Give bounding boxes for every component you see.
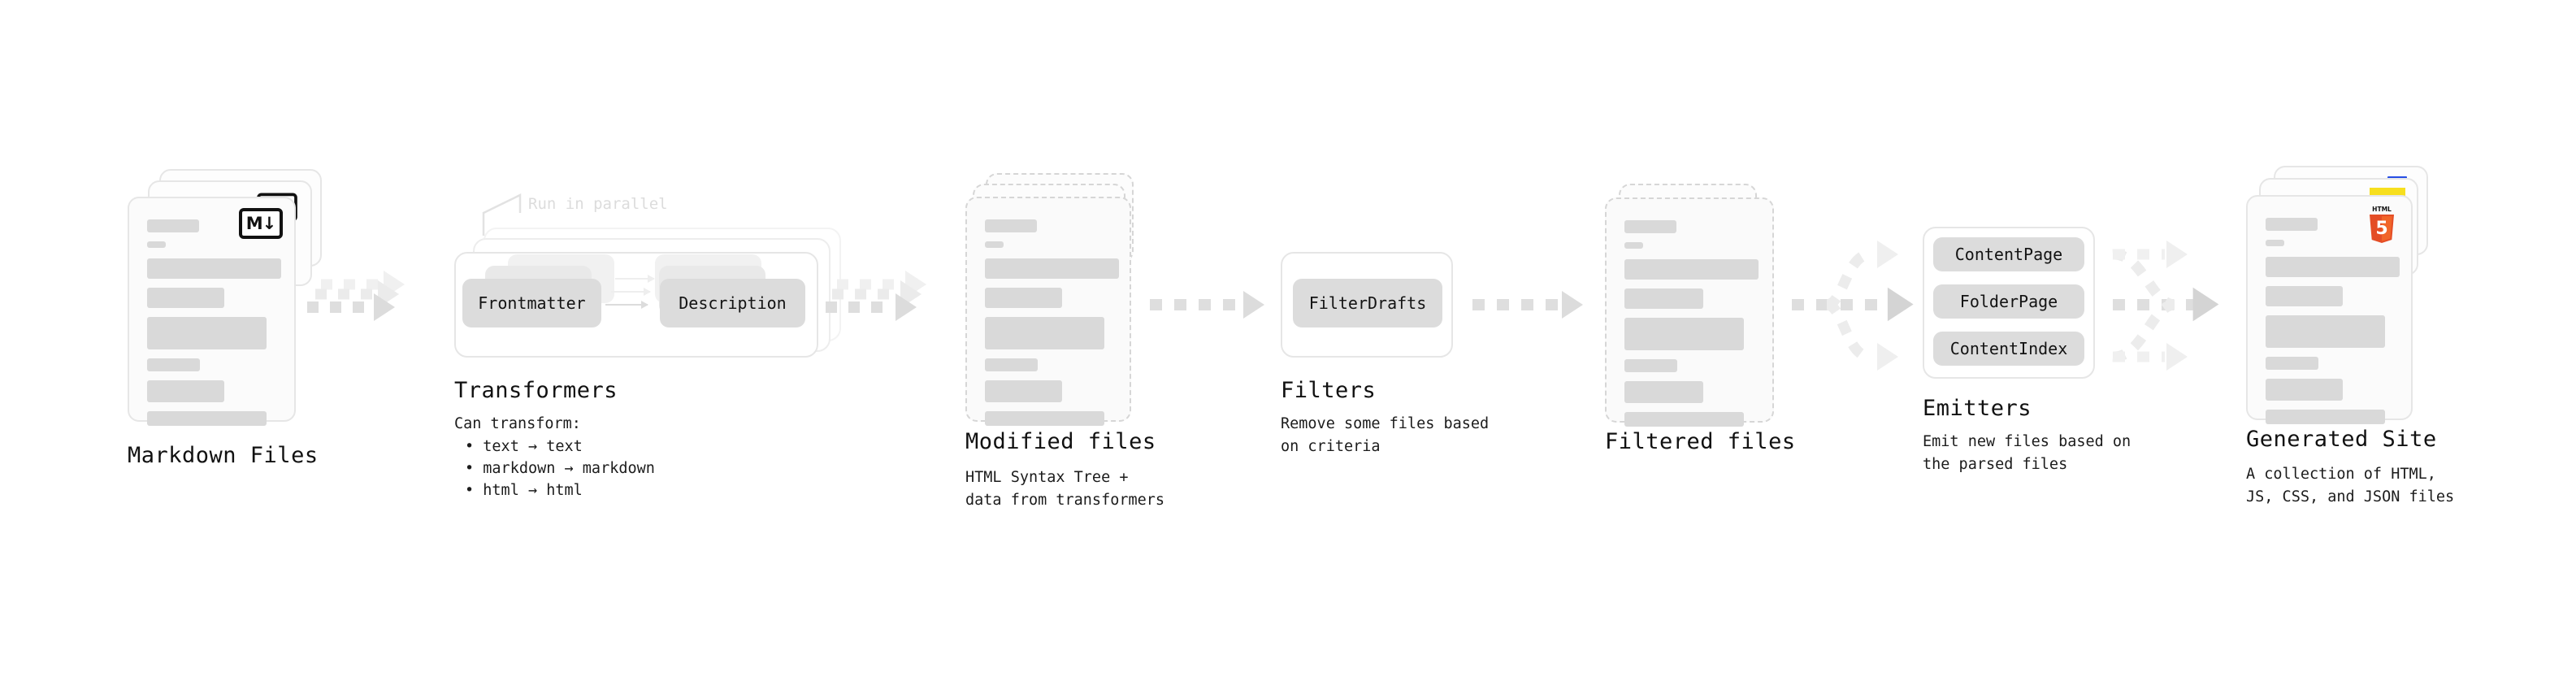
markdown-skeleton: [147, 219, 281, 435]
filters-title: Filters: [1281, 378, 1377, 403]
transformers-bullet-0: • text → text: [465, 438, 583, 455]
filtered-files-title: Filtered files: [1605, 429, 1796, 454]
transformer-link-arrow-front: [605, 301, 648, 309]
arrow-filtered-to-emitters: [1792, 249, 1887, 362]
markdown-card-front: M↓: [128, 197, 296, 426]
arrow-emitters-to-site-heads: [2166, 241, 2219, 371]
filtered-skeleton: [1624, 220, 1759, 436]
arrow-filters-to-filtered: [1472, 291, 1583, 319]
html5-icon: HTML 5: [2364, 204, 2400, 245]
generated-site-title: Generated Site: [2246, 427, 2437, 452]
emitter-pill-folderpage[interactable]: FolderPage: [1933, 284, 2084, 319]
filter-pill-filterdrafts[interactable]: FilterDrafts: [1293, 279, 1442, 327]
generated-site-subtitle: A collection of HTML, JS, CSS, and JSON …: [2246, 466, 2455, 505]
transformer-pill-description[interactable]: Description: [660, 279, 805, 327]
svg-text:HTML: HTML: [2372, 206, 2392, 213]
arrow-markdown-to-transformers: [307, 271, 405, 321]
modified-files-title: Modified files: [965, 429, 1156, 454]
arrow-modified-to-filters: [1150, 291, 1264, 319]
transformers-bullet-2: • html → html: [465, 482, 583, 499]
filtered-card-front: [1605, 197, 1774, 427]
arrow-filtered-to-emitters-heads: [1877, 241, 1914, 371]
transformer-link-arrow-mid: [611, 288, 651, 296]
arrow-emitters-to-site: [2112, 249, 2194, 362]
transformers-bullet-1: • markdown → markdown: [465, 460, 655, 477]
transformer-link-arrow-back: [615, 275, 655, 283]
markdown-icon: M↓: [239, 208, 283, 239]
site-skeleton: [2266, 218, 2400, 433]
modified-files-subtitle: HTML Syntax Tree + data from transformer…: [965, 469, 1165, 509]
site-card-front: HTML 5: [2246, 195, 2413, 424]
filters-subtitle: Remove some files based on criteria: [1281, 415, 1490, 455]
emitter-pill-contentindex[interactable]: ContentIndex: [1933, 332, 2084, 366]
modified-card-front: [965, 197, 1131, 426]
emitters-title: Emitters: [1923, 396, 2032, 421]
transformers-subtitle: Can transform:: [454, 415, 581, 432]
emitters-subtitle: Emit new files based on the parsed files: [1923, 433, 2131, 473]
transformer-pill-frontmatter[interactable]: Frontmatter: [462, 279, 601, 327]
emitter-pill-contentpage[interactable]: ContentPage: [1933, 237, 2084, 271]
transformers-title: Transformers: [454, 378, 618, 403]
svg-text:5: 5: [2375, 219, 2387, 239]
markdown-files-title: Markdown Files: [128, 443, 319, 468]
run-in-parallel-label: Run in parallel: [528, 195, 668, 213]
modified-skeleton: [985, 219, 1119, 435]
